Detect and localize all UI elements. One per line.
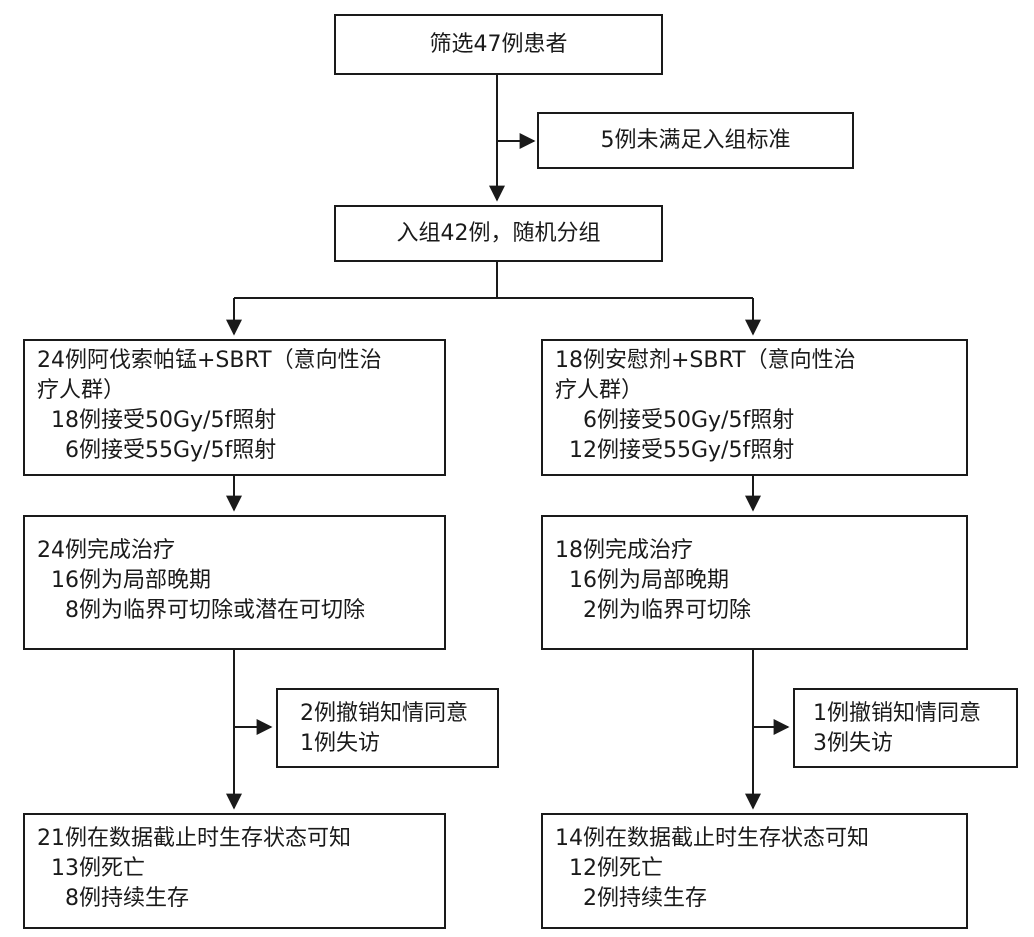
left-dropout-box: 2例撤销知情同意 1例失访 [276, 688, 499, 768]
right-outcome-line2: 12例死亡 [569, 856, 663, 881]
right-outcome-line3: 2例持续生存 [583, 886, 707, 911]
screening-box: 筛选47例患者 [334, 14, 663, 75]
excluded-text: 5例未满足入组标准 [600, 127, 791, 153]
right-outcome-box: 14例在数据截止时生存状态可知 12例死亡 2例持续生存 [541, 813, 968, 929]
right-completed-line2: 16例为局部晚期 [569, 568, 729, 593]
left-outcome-box: 21例在数据截止时生存状态可知 13例死亡 8例持续生存 [23, 813, 446, 929]
left-completed-line2: 16例为局部晚期 [51, 568, 211, 593]
left-outcome-line1: 21例在数据截止时生存状态可知 [37, 826, 351, 851]
left-completed-line3: 8例为临界可切除或潜在可切除 [65, 598, 365, 623]
right-arm-line2: 疗人群） [555, 378, 644, 403]
right-completed-line3: 2例为临界可切除 [583, 598, 751, 623]
screening-text: 筛选47例患者 [429, 31, 568, 57]
left-completed-box: 24例完成治疗 16例为局部晚期 8例为临界可切除或潜在可切除 [23, 515, 446, 650]
left-arm-box: 24例阿伐索帕锰+SBRT（意向性治 疗人群） 18例接受50Gy/5f照射 6… [23, 339, 446, 476]
right-outcome-line1: 14例在数据截止时生存状态可知 [555, 826, 869, 851]
right-dropout-line2: 3例失访 [813, 731, 893, 756]
right-arm-line1: 18例安慰剂+SBRT（意向性治 [555, 348, 856, 373]
right-arm-line3: 6例接受50Gy/5f照射 [583, 408, 795, 433]
left-dropout-line1: 2例撤销知情同意 [300, 701, 468, 726]
right-dropout-line1: 1例撤销知情同意 [813, 701, 981, 726]
right-dropout-box: 1例撤销知情同意 3例失访 [793, 688, 1018, 768]
left-outcome-line2: 13例死亡 [51, 856, 145, 881]
left-dropout-line2: 1例失访 [300, 731, 380, 756]
excluded-box: 5例未满足入组标准 [537, 112, 854, 169]
right-arm-line4: 12例接受55Gy/5f照射 [569, 438, 795, 463]
left-arm-line3: 18例接受50Gy/5f照射 [51, 408, 277, 433]
right-arm-box: 18例安慰剂+SBRT（意向性治 疗人群） 6例接受50Gy/5f照射 12例接… [541, 339, 968, 476]
enrolled-text: 入组42例，随机分组 [396, 220, 601, 246]
left-arm-line1: 24例阿伐索帕锰+SBRT（意向性治 [37, 348, 382, 373]
left-completed-line1: 24例完成治疗 [37, 538, 175, 563]
enrolled-box: 入组42例，随机分组 [334, 205, 663, 262]
left-arm-line4: 6例接受55Gy/5f照射 [65, 438, 277, 463]
right-completed-box: 18例完成治疗 16例为局部晚期 2例为临界可切除 [541, 515, 968, 650]
right-completed-line1: 18例完成治疗 [555, 538, 693, 563]
left-outcome-line3: 8例持续生存 [65, 886, 189, 911]
left-arm-line2: 疗人群） [37, 378, 126, 403]
